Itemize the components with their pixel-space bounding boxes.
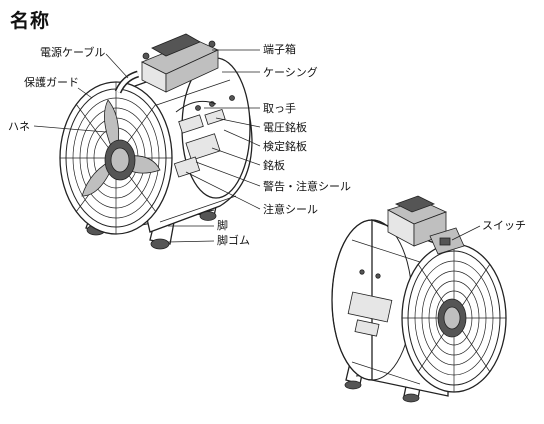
casing-plates-2 bbox=[347, 269, 393, 337]
label-handle: 取っ手 bbox=[204, 101, 296, 115]
hub bbox=[104, 139, 136, 181]
label-leg: 脚 bbox=[168, 218, 228, 232]
power-cable bbox=[114, 70, 140, 94]
label-inspection-plate: 検定銘板 bbox=[223, 129, 307, 153]
label-blade: ハネ bbox=[8, 120, 107, 133]
label-blade-text: ハネ bbox=[8, 120, 30, 133]
handle bbox=[175, 100, 217, 113]
fan-front-view bbox=[59, 33, 253, 250]
label-power-cable: 電源ケーブル bbox=[40, 45, 129, 79]
label-voltage-plate-text: 電圧銘板 bbox=[263, 120, 307, 134]
label-handle-text: 取っ手 bbox=[263, 101, 296, 115]
label-terminal-box-text: 端子箱 bbox=[263, 42, 296, 56]
label-warning-seal: 警告・注意シール bbox=[195, 161, 351, 193]
rear-guard bbox=[401, 243, 507, 393]
label-voltage-plate: 電圧銘板 bbox=[215, 117, 307, 134]
terminal-box bbox=[141, 33, 219, 93]
label-leg-text: 脚 bbox=[217, 218, 228, 232]
label-power-cable-text: 電源ケーブル bbox=[40, 45, 105, 59]
fan-rear-view bbox=[331, 195, 507, 403]
terminal-box-2 bbox=[386, 195, 448, 247]
label-caution-seal: 注意シール bbox=[185, 171, 318, 216]
page-title: 名称 bbox=[10, 10, 51, 32]
label-casing-text: ケーシング bbox=[263, 65, 318, 79]
label-switch: スイッチ bbox=[451, 219, 526, 241]
label-nameplate: 銘板 bbox=[211, 147, 285, 172]
label-inspection-plate-text: 検定銘板 bbox=[263, 139, 307, 153]
label-protective-guard-text: 保護ガード bbox=[24, 75, 79, 89]
label-leg-rubber-text: 脚ゴム bbox=[217, 233, 250, 247]
switch-box bbox=[429, 227, 465, 255]
label-nameplate-text: 銘板 bbox=[263, 158, 285, 172]
label-caution-seal-text: 注意シール bbox=[263, 202, 318, 216]
label-leg-rubber: 脚ゴム bbox=[167, 233, 250, 247]
label-protective-guard: 保護ガード bbox=[24, 75, 93, 99]
label-warning-seal-text: 警告・注意シール bbox=[263, 179, 351, 193]
label-switch-text: スイッチ bbox=[482, 219, 526, 232]
label-terminal-box: 端子箱 bbox=[212, 42, 296, 56]
label-casing: ケーシング bbox=[222, 65, 318, 79]
